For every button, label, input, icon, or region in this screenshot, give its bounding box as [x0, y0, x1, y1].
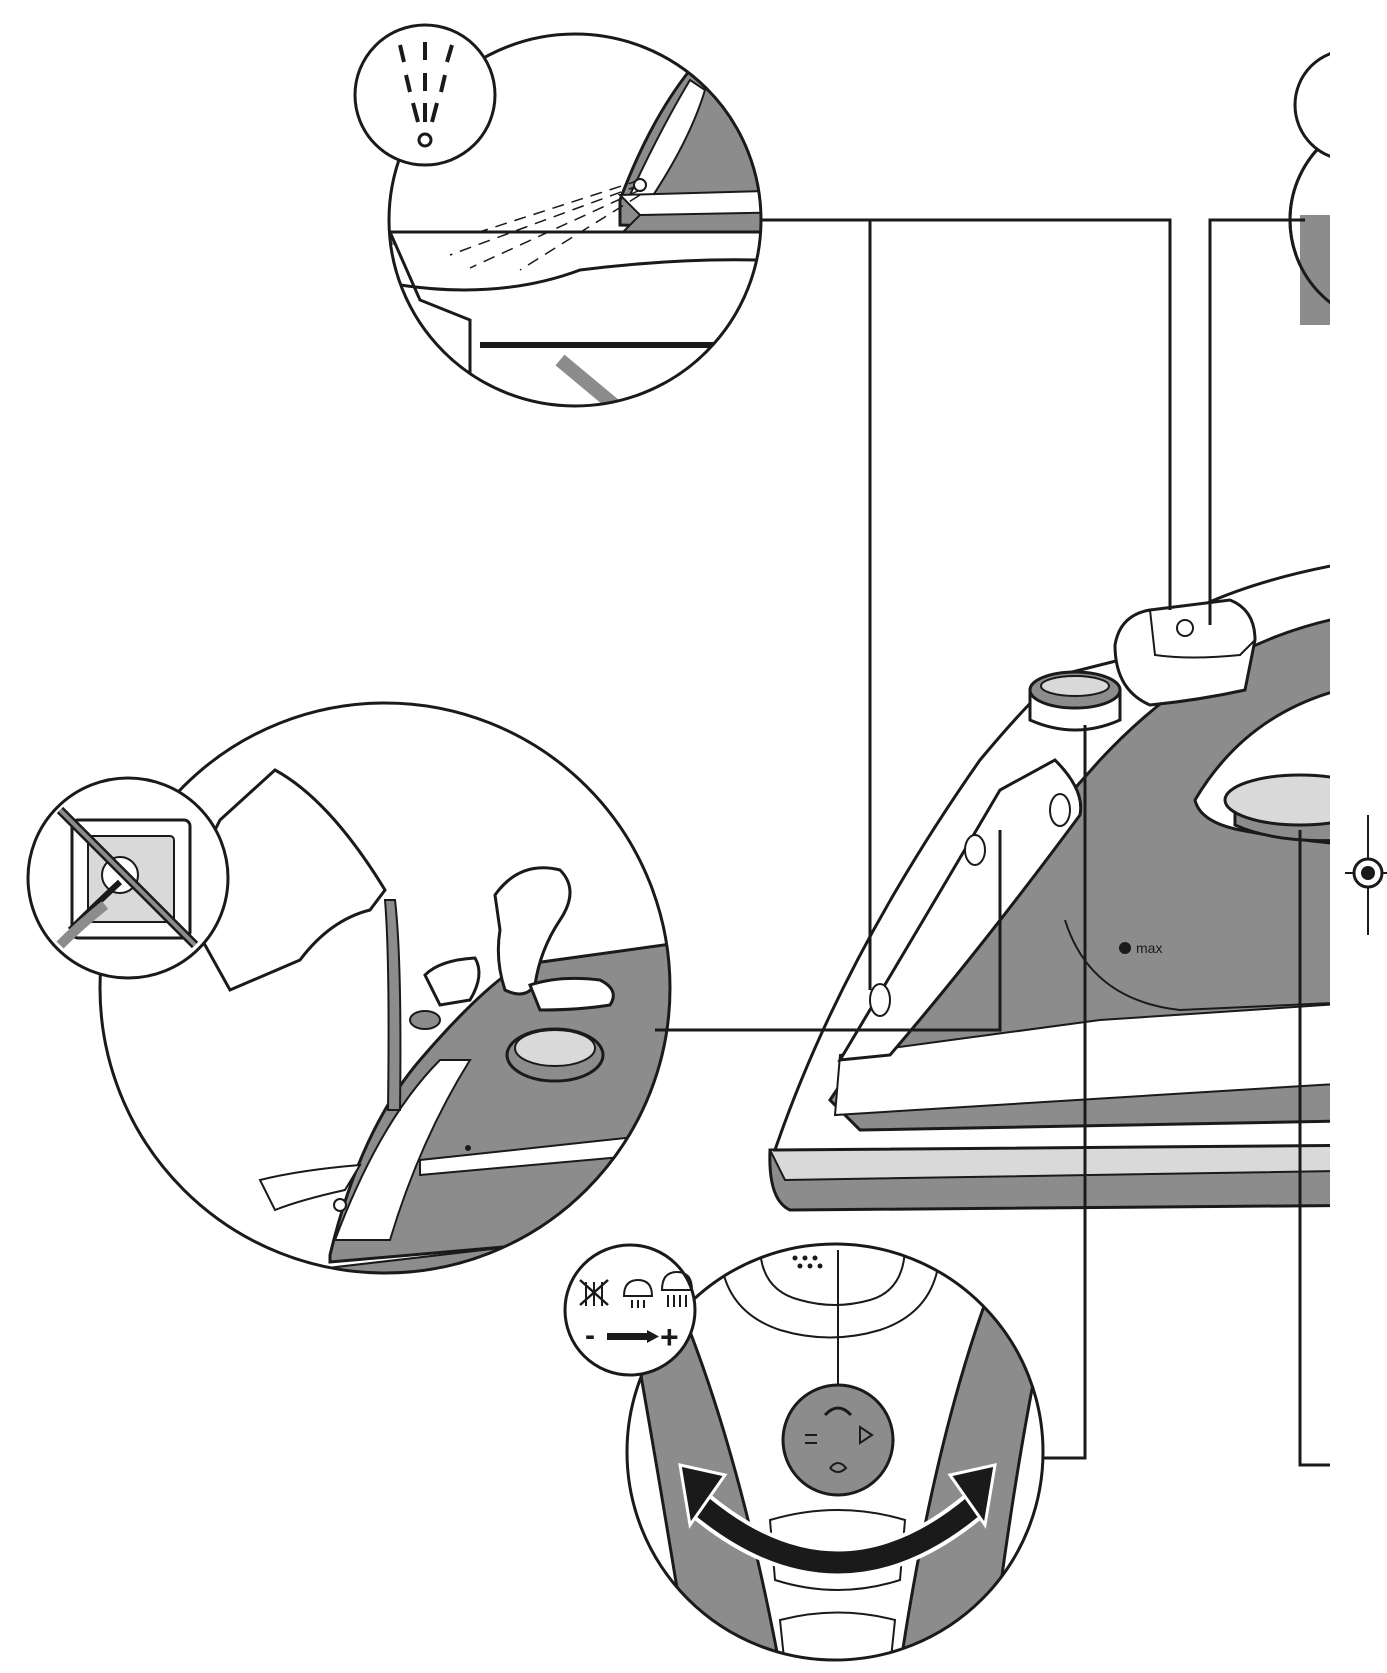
max-dot-icon — [1119, 942, 1131, 954]
water-filling-detail-circle — [98, 701, 672, 1275]
spray-burst-icon — [353, 23, 497, 167]
low-steam-icon — [622, 1278, 654, 1308]
partial-detail-circles — [1288, 52, 1330, 325]
max-dot-small-icon — [465, 1145, 471, 1151]
main-iron-illustration — [768, 564, 1330, 1212]
no-steam-icon — [579, 1279, 609, 1306]
rotate-arrows-icon — [678, 1463, 997, 1578]
crosshair-icon — [1345, 815, 1387, 935]
steam-plus-label: + — [660, 1319, 679, 1355]
steam-level-icon-circle — [563, 1243, 697, 1377]
high-steam-icon — [660, 1270, 694, 1307]
max-mark-main: max — [1136, 940, 1162, 956]
unplugged-icon — [26, 776, 230, 980]
steam-minus-label: - — [585, 1319, 595, 1352]
callout-connector-lines — [655, 218, 1330, 1467]
